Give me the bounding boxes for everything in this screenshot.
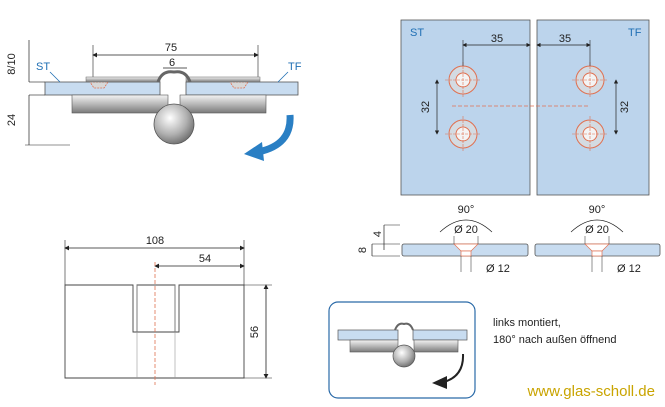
dia-20-left: Ø 20 (454, 224, 478, 236)
open-direction-arrow (443, 353, 465, 383)
dim-56: 56 (249, 326, 261, 338)
dim-4: 4 (372, 231, 384, 237)
dia-20-right: Ø 20 (585, 224, 609, 236)
hinge-plate-right (179, 94, 267, 114)
plate-dim-32-right: 32 (619, 101, 631, 113)
plate-label-tf: TF (628, 27, 642, 39)
countersink-detail-right: 90° Ø 20 Ø 12 (534, 204, 661, 275)
dim-108: 108 (146, 235, 164, 247)
hole-st-top (445, 62, 481, 98)
label-tf: TF (288, 61, 302, 73)
side-section-view: 75 6 8/10 24 ST TF (6, 40, 302, 161)
rotation-arrow (257, 114, 294, 156)
hole-tf-top (572, 62, 608, 98)
plate-dim-35-right: 35 (559, 33, 571, 45)
dim-6: 6 (169, 57, 175, 69)
dim-24: 24 (6, 114, 18, 126)
plate-label-st: ST (410, 27, 424, 39)
front-view: 108 54 56 (64, 235, 272, 385)
plate-dim-32-left: 32 (420, 101, 432, 113)
watermark: www.glas-scholl.de (526, 383, 655, 400)
angle-90-left: 90° (458, 204, 475, 216)
plate-tf (536, 19, 650, 196)
hole-st-bottom (445, 116, 481, 152)
dia-12-right: Ø 12 (617, 263, 641, 275)
mounting-note-box: links montiert, 180° nach außen öffnend (328, 301, 616, 399)
hole-tf-bottom (572, 116, 608, 152)
plate-st (400, 19, 531, 196)
dim-8-10: 8/10 (6, 53, 18, 74)
dim-54: 54 (199, 253, 211, 265)
hinge-plate-left (71, 94, 169, 114)
hinge-knuckle (153, 103, 195, 145)
dia-12-left: Ø 12 (486, 263, 510, 275)
note-line-2: 180° nach außen öffnend (493, 334, 616, 346)
plate-hole-layout: ST TF 3 (400, 19, 650, 196)
note-line-1: links montiert, (493, 317, 561, 329)
angle-90-right: 90° (589, 204, 606, 216)
label-st: ST (36, 61, 50, 73)
hinge-front-outline (64, 284, 245, 379)
dim-75: 75 (165, 42, 177, 54)
plate-dim-35-left: 35 (491, 33, 503, 45)
dim-8: 8 (357, 247, 369, 253)
countersink-detail-left: 90° Ø 20 Ø 12 8 4 (357, 204, 529, 275)
